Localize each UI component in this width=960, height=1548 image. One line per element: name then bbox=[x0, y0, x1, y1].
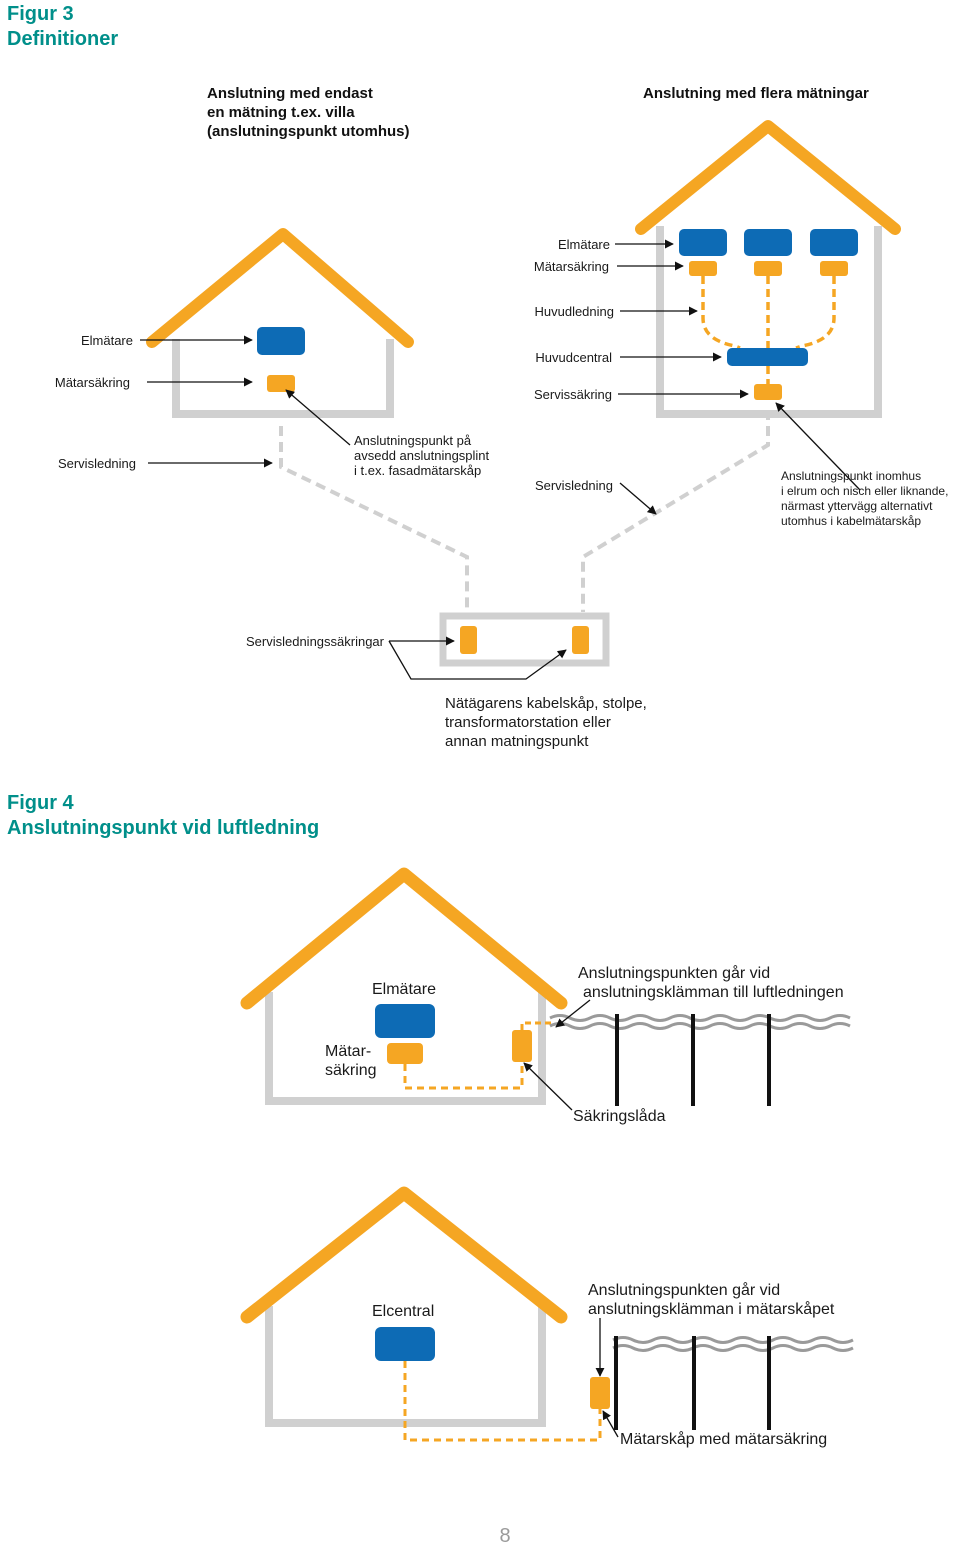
label-right-servisledning: Servisledning bbox=[534, 478, 613, 493]
left-meter-fuse-icon bbox=[267, 375, 295, 392]
fig4-fuse-box-icon bbox=[512, 1030, 532, 1062]
label-fig4-matarskap: Mätarskåp med mätarsäkring bbox=[620, 1431, 828, 1448]
label-line: Anslutningspunkt på bbox=[354, 433, 472, 448]
right-meter-fuse-1-icon bbox=[689, 261, 717, 276]
label-right-servissakring: Servissäkring bbox=[533, 387, 612, 402]
label-fig4-matarsakring: Mätar- säkring bbox=[325, 1042, 377, 1080]
left-house bbox=[140, 228, 469, 612]
main-distribution-board-icon bbox=[727, 348, 808, 366]
fig4-top-house-roof bbox=[240, 867, 568, 1010]
label-line: annan matningspunkt bbox=[445, 733, 589, 750]
label-right-anslutningspunkt: Anslutningspunkt inomhus i elrum och nis… bbox=[781, 469, 948, 529]
label-servisledningssakringar: Servisledningssäkringar bbox=[245, 634, 384, 649]
label-line: utomhus i kabelmätarskåp bbox=[781, 514, 922, 528]
right-meter-1-icon bbox=[679, 229, 727, 256]
label-line: Anslutningspunkten går vid bbox=[578, 965, 771, 982]
main-lines bbox=[701, 276, 836, 384]
fig4-bottom-central-icon bbox=[375, 1327, 435, 1361]
left-service-cable bbox=[279, 426, 469, 612]
label-line: Nätägarens kabelskåp, stolpe, bbox=[445, 695, 647, 712]
label-left-elmatare: Elmätare bbox=[80, 333, 133, 348]
label-fig4-elmatare: Elmätare bbox=[372, 981, 437, 998]
label-right-huvudledning: Huvudledning bbox=[534, 304, 614, 319]
left-house-roof bbox=[146, 228, 414, 348]
label-line: närmast yttervägg alternativt bbox=[781, 499, 933, 513]
fig4-bottom-house bbox=[240, 1186, 854, 1442]
label-right-huvudcentral: Huvudcentral bbox=[535, 350, 612, 365]
fig4-top-house-walls bbox=[265, 992, 546, 1105]
label-left-servisledning: Servisledning bbox=[57, 456, 136, 471]
label-line: Anslutningspunkt inomhus bbox=[781, 469, 922, 483]
fig4-top-overhead-lines bbox=[549, 1014, 851, 1030]
label-line: i t.ex. fasadmätarskåp bbox=[354, 463, 482, 478]
label-line: avsedd anslutningsplint bbox=[354, 448, 490, 463]
label-fig4-anslutningspunkt-2: Anslutningspunkten går vid anslutningskl… bbox=[588, 1281, 834, 1319]
figure3-title: Figur 3 Definitioner bbox=[7, 2, 118, 52]
service-fuse-icon bbox=[754, 384, 782, 400]
label-fig4-anslutningspunkt: Anslutningspunkten går vid anslutningskl… bbox=[578, 964, 844, 1002]
fig4-top-house bbox=[240, 867, 851, 1111]
left-header-line: en mätning t.ex. villa bbox=[207, 104, 355, 121]
figure4-name: Anslutningspunkt vid luftledning bbox=[7, 817, 320, 839]
right-house-roof bbox=[635, 120, 901, 235]
right-header: Anslutning med flera mätningar bbox=[643, 85, 869, 102]
network-cabinet bbox=[388, 612, 610, 680]
label-line: anslutningsklämman till luftledningen bbox=[583, 984, 844, 1001]
figure4-number: Figur 4 bbox=[7, 792, 74, 814]
fig4-top-meter-icon bbox=[375, 1004, 435, 1038]
arrow-fig4-matarskap bbox=[602, 1410, 619, 1438]
fig4-top-internal-cable bbox=[403, 1062, 524, 1090]
left-header-line: (anslutningspunkt utomhus) bbox=[207, 123, 410, 140]
right-house bbox=[581, 120, 901, 612]
left-house-walls bbox=[172, 339, 394, 418]
fig4-bottom-cable bbox=[403, 1361, 602, 1442]
cabinet-fuse-1-icon bbox=[460, 626, 477, 654]
label-right-matarsakring: Mätarsäkring bbox=[533, 259, 609, 274]
right-meter-fuse-2-icon bbox=[754, 261, 782, 276]
page-number: 8 bbox=[499, 1525, 511, 1547]
fig4-meter-cabinet-icon bbox=[590, 1377, 610, 1409]
label-line: säkring bbox=[325, 1062, 377, 1079]
right-meter-fuse-3-icon bbox=[820, 261, 848, 276]
label-fig4-elcentral: Elcentral bbox=[372, 1303, 435, 1320]
arrow-fig4-anslutningspunkt bbox=[555, 999, 591, 1028]
figure3-number: Figur 3 bbox=[7, 3, 74, 25]
left-meter-icon bbox=[257, 327, 305, 355]
left-header-line: Anslutning med endast bbox=[207, 85, 373, 102]
figure3-name: Definitioner bbox=[7, 28, 119, 50]
label-line: Mätar- bbox=[325, 1043, 372, 1060]
right-meter-2-icon bbox=[744, 229, 792, 256]
arrow-right-servisledning bbox=[619, 482, 657, 515]
label-left-anslutningspunkt: Anslutningspunkt på avsedd anslutningspl… bbox=[354, 433, 489, 478]
label-line: anslutningsklämman i mätarskåpet bbox=[588, 1301, 835, 1318]
label-left-matarsakring: Mätarsäkring bbox=[54, 375, 130, 390]
right-meter-3-icon bbox=[810, 229, 858, 256]
fig4-bottom-overhead-lines bbox=[612, 1336, 854, 1352]
arrow-fig4-sakringslada bbox=[523, 1062, 573, 1111]
label-right-elmatare: Elmätare bbox=[557, 237, 610, 252]
arrow-right-anslutningspunkt bbox=[775, 402, 861, 491]
label-natagare: Nätägarens kabelskåp, stolpe, transforma… bbox=[445, 694, 647, 751]
label-fig4-sakringslada: Säkringslåda bbox=[573, 1108, 666, 1125]
fig4-top-connection-cable bbox=[520, 1021, 552, 1030]
label-line: Anslutningspunkten går vid bbox=[588, 1282, 781, 1299]
left-header: Anslutning med endast en mätning t.ex. v… bbox=[207, 84, 409, 141]
arrow-servisledningssakring-2 bbox=[388, 640, 567, 680]
cabinet-fuse-2-icon bbox=[572, 626, 589, 654]
arrow-left-anslutningspunkt bbox=[285, 389, 351, 446]
label-line: transformatorstation eller bbox=[445, 714, 611, 731]
right-service-cable bbox=[581, 410, 770, 612]
figure4-title: Figur 4 Anslutningspunkt vid luftledning bbox=[7, 791, 319, 841]
fig4-top-poles bbox=[615, 1014, 771, 1106]
label-line: i elrum och nisch eller liknande, bbox=[781, 484, 949, 498]
fig4-bottom-poles bbox=[614, 1336, 771, 1430]
fig4-bottom-house-roof bbox=[240, 1186, 568, 1324]
fig4-top-meter-fuse-icon bbox=[387, 1043, 423, 1064]
